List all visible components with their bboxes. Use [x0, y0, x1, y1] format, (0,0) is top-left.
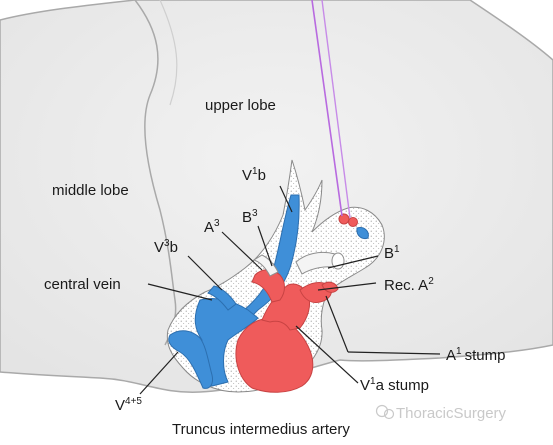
label-v3b: V3b: [154, 238, 178, 256]
suture-lines: [311, 0, 351, 219]
v4-5-vein: [168, 330, 213, 389]
watermark: ThoracicSurgery: [375, 404, 507, 422]
label-a3: A3: [204, 218, 220, 236]
label-b1: B1: [384, 244, 400, 262]
upper-a-stump-1: [338, 213, 350, 225]
labels: upper lobe middle lobe V1b B3 A3 V3b cen…: [44, 97, 505, 438]
b3-bronchus: [252, 254, 279, 277]
label-middle-lobe: middle lobe: [52, 182, 129, 199]
lung-outline: [0, 0, 553, 393]
label-v4-5: V4+5: [115, 396, 142, 414]
arteries: [235, 213, 358, 393]
label-rec-a2: Rec. A2: [384, 276, 434, 294]
label-v1b: V1b: [242, 166, 266, 184]
bronchi: [252, 251, 345, 277]
central-vein-trunk: [194, 297, 259, 387]
label-b3: B3: [242, 208, 258, 226]
middle-lobe-fissure: [134, 0, 177, 346]
watermark-text: ThoracicSurgery: [396, 405, 507, 422]
upper-lobe-shadow: [159, 0, 178, 106]
leader-lines: [139, 185, 441, 395]
watermark-logo-icon: [375, 404, 395, 420]
label-upper-lobe: upper lobe: [205, 97, 276, 114]
upper-a-stump-2: [348, 217, 358, 227]
label-central-vein: central vein: [44, 276, 121, 293]
upper-v-stump: [356, 227, 369, 239]
label-truncus-intermedius: Truncus intermedius artery: [172, 421, 350, 438]
a1-stump: [321, 281, 339, 293]
label-v1a-stump: V1a stump: [360, 376, 429, 394]
